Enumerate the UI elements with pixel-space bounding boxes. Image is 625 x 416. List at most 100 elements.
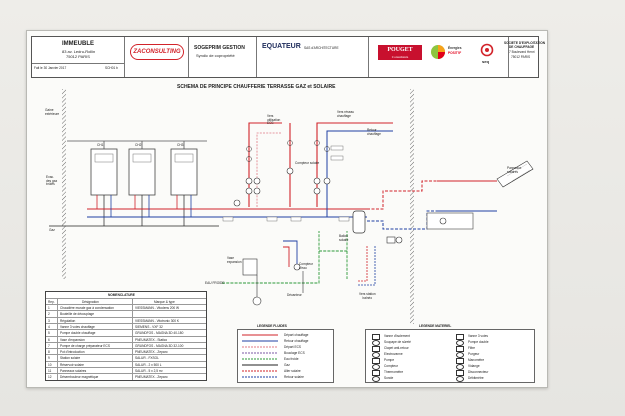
table-row: 4 Vanne 3 voies chauffage SIEMENS - VXF 32 xyxy=(46,322,206,330)
legend-material-label: Disconnecteur xyxy=(468,370,489,374)
client-title: IMMEUBLE xyxy=(62,41,94,47)
nomenclature-cell-brand: SIEMENS - VXF 32 xyxy=(135,324,163,329)
nomenclature-table: NOMENCLATURE Rep. Désignation Marque & t… xyxy=(45,291,207,381)
nomenclature-cell-designation: Pot d'introduction xyxy=(60,350,85,355)
label-vers-utilisation: Vers utilisation ECS xyxy=(267,114,281,126)
schematic-diagram xyxy=(49,89,534,324)
energies-line1: Énergies xyxy=(448,46,462,50)
legend-fluid-label: Eau froide xyxy=(284,357,299,361)
manager-subtitle: Syndic de copropriété xyxy=(196,53,235,58)
label-decanteur: Décanteur xyxy=(287,293,302,297)
legend-material-symbol-icon xyxy=(456,346,464,352)
nomenclature-cell-designation: Désembouleur magnétique xyxy=(60,375,99,380)
client-cell: IMMEUBLE 83 av. Ledru-Rollin 75012 PARIS… xyxy=(32,37,125,77)
nomenclature-cell-brand: GRUNDFOS - MAGNA 3D 32-100 xyxy=(135,343,184,348)
operator-line3: 7 Boulevard Henri xyxy=(509,50,535,54)
label-vers-station: Vers station balnéo xyxy=(359,292,376,300)
expansion-vessel xyxy=(242,258,258,276)
logo-zaconsulting-cell: ZACONSULTING xyxy=(124,37,189,77)
nomenclature-cell-brand: SALUR - 2 x 500 L xyxy=(135,362,162,367)
nomenclature-cell-brand: PNEUMATEX - Zeparo xyxy=(135,375,168,380)
legend-material-label: Clapet anti-retour xyxy=(384,346,409,350)
boiler-3 xyxy=(170,148,198,196)
manager-title: SOGEPRIM GESTION xyxy=(194,45,245,51)
nomenclature-cell-brand: VIESSMANN - Vitotronic 300 K xyxy=(135,318,180,323)
legend-material-symbol-icon xyxy=(372,346,380,352)
nomenclature-cell-rep: 10 xyxy=(48,362,52,367)
client-line1: 83 av. Ledru-Rollin xyxy=(62,49,96,54)
legend-fluid-label: Gaz xyxy=(284,363,290,367)
nomenclature-header-row: Rep. Désignation Marque & type xyxy=(46,298,206,305)
nomenclature-cell-brand: GRUNDFOS - MAGNA 3D 40-180 xyxy=(135,331,184,336)
solar-tank xyxy=(352,210,366,234)
diagram-title: SCHEMA DE PRINCIPE CHAUFFERIE TERRASSE G… xyxy=(177,84,336,90)
left-wall xyxy=(62,89,66,279)
boiler-2-label: CH2 xyxy=(135,143,142,147)
nomenclature-header-designation: Désignation xyxy=(82,300,99,304)
nomenclature-cell-rep: 6 xyxy=(48,337,50,342)
legend-material-symbol-icon xyxy=(372,364,380,370)
legend-fluid-label: Retour chauffage xyxy=(284,339,309,343)
seq-icon xyxy=(480,43,494,57)
nomenclature-cell-designation: Bouteille de découplage xyxy=(60,312,95,317)
legend-fluid-label: Retour solaire xyxy=(284,375,304,379)
nomenclature-cell-designation: Station solaire xyxy=(60,356,81,361)
boiler-1 xyxy=(90,148,118,196)
legend-material-label: Pompe double xyxy=(468,340,489,344)
pouget-logo: POUGET Consultants xyxy=(378,45,422,60)
legend-material-symbol-icon xyxy=(372,358,380,364)
legend-material-symbol-icon xyxy=(372,370,380,376)
legend-material-symbol-icon xyxy=(456,352,464,358)
legend-material-symbol-icon xyxy=(372,334,380,340)
nomenclature-cell-designation: Vanne 3 voies chauffage xyxy=(60,324,95,329)
pouget-name: POUGET xyxy=(387,47,413,53)
legend-material-label: Electrovanne xyxy=(384,352,403,356)
nomenclature-cell-designation: Chaudière murale gaz à condensation xyxy=(60,306,114,310)
diagram-board: IMMEUBLE 83 av. Ledru-Rollin 75012 PARIS… xyxy=(26,30,548,388)
label-gaine: Gaine extérieure xyxy=(45,108,60,116)
nomenclature-cell-rep: 4 xyxy=(48,324,50,329)
label-evac: Evac. des gaz brûlés xyxy=(46,175,58,187)
label-gaz: Gaz xyxy=(49,228,55,232)
nomenclature-cell-designation: Régulation xyxy=(60,318,76,323)
nomenclature-cell-rep: 3 xyxy=(48,318,50,323)
client-line2: 75012 PARIS xyxy=(66,54,90,59)
solar-panels xyxy=(496,160,534,188)
legend-material-title: LEGENDE MATERIEL xyxy=(419,324,452,328)
legend-material-label: Débitmètre xyxy=(468,376,484,380)
label-compteur-eau: Compteur d'eau xyxy=(299,262,313,270)
legend-material-symbol-icon xyxy=(372,340,380,346)
nomenclature-cell-designation: Pompe de charge préparateur ECS xyxy=(60,343,110,348)
legend-material-symbol-icon xyxy=(456,334,464,340)
label-compteur-solaire: Compteur solaire xyxy=(295,161,320,165)
table-row: 12 Désembouleur magnétique PNEUMATEX - Zep… xyxy=(46,373,206,380)
legend-fluids-title: LEGENDE FLUIDES xyxy=(257,324,287,328)
nomenclature-header-brand: Marque & type xyxy=(154,300,175,304)
energies-positif-icon xyxy=(431,45,445,59)
operator-cell: SOCIETE D'EXPLOITATION DE CHAUFFAGE 7 Bo… xyxy=(504,37,545,77)
nomenclature-cell-rep: 12 xyxy=(48,375,52,380)
legend-fluids-lines xyxy=(242,334,278,378)
nomenclature-cell-brand: VIESSMANN - Vitodens 200 W xyxy=(135,306,180,310)
legend-material-label: Pompe xyxy=(384,358,395,362)
label-retour-chauffage: Retour chauffage xyxy=(367,128,381,136)
architect-cell: EQUATEUR SAS d'ARCHITECTURE xyxy=(256,37,369,77)
nomenclature-cell-rep: 8 xyxy=(48,350,50,355)
boiler-2 xyxy=(128,148,156,196)
nomenclature-cell-rep: 1 xyxy=(48,306,50,310)
solar-supply xyxy=(367,180,437,210)
nomenclature-cell-brand: SALUR - FXSOL xyxy=(135,356,159,361)
legend-material-symbol-icon xyxy=(456,340,464,346)
label-eau-froide: EAU FROIDE xyxy=(205,281,225,285)
legend-material-label: Filtre xyxy=(468,346,476,350)
legend-material-symbol-icon xyxy=(456,376,464,382)
nomenclature-cell-designation: Pompe double chauffage xyxy=(60,331,96,336)
nomenclature-header-rep: Rep. xyxy=(48,300,55,304)
